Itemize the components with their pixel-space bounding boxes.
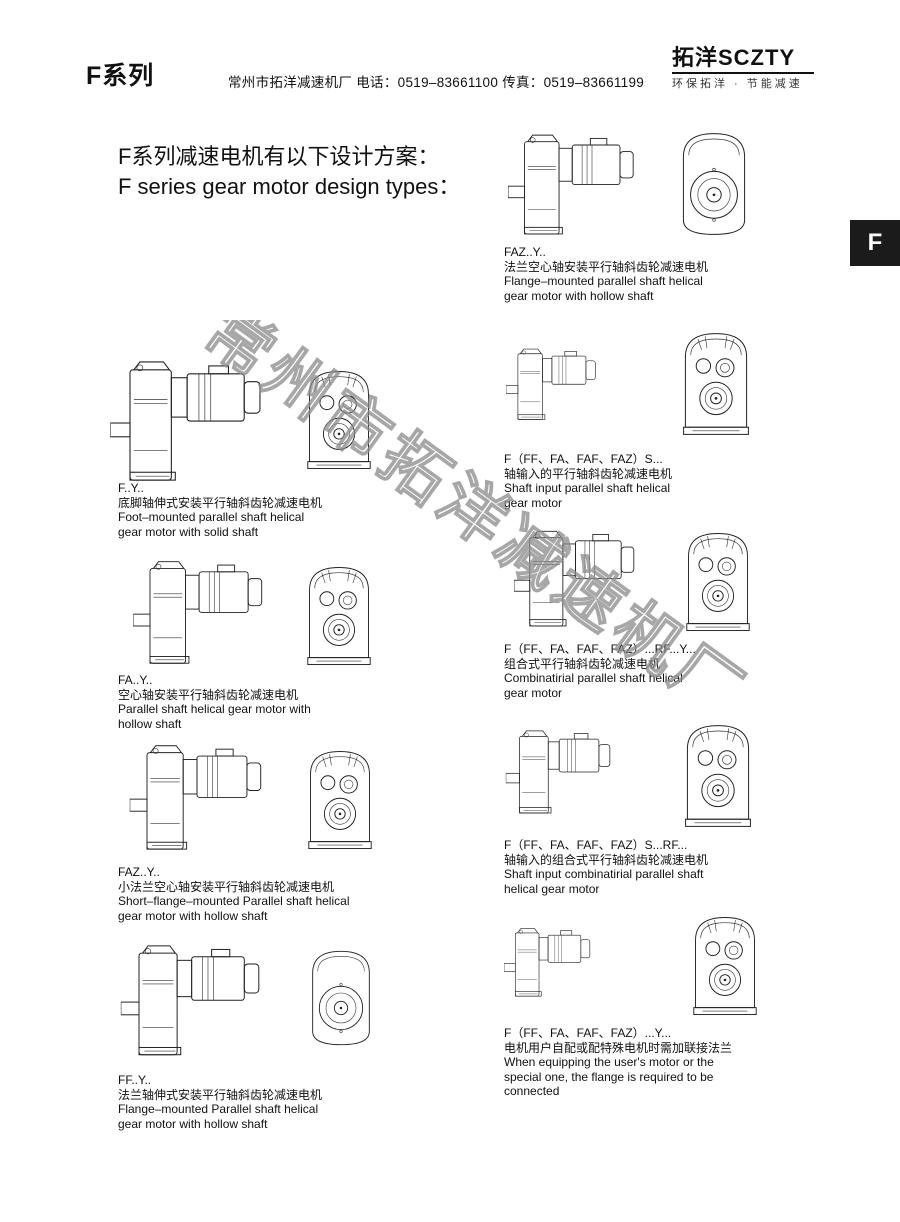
intro-title-en: F series gear motor design types： — [118, 174, 461, 199]
flange-hollow-front-drawing — [678, 130, 750, 238]
design-code: F（FF、FA、FAF、FAZ）S...RF... — [504, 838, 688, 852]
design-name-cn: 组合式平行轴斜齿轮减速电机 — [504, 656, 661, 671]
design-caption-user-motor: F（FF、FA、FAF、FAZ）...Y... 电机用户自配或配特殊电机时需加联… — [504, 1026, 732, 1099]
design-name-en: Combinatirial parallel shaft helical — [504, 671, 683, 685]
brand-name: 拓洋SCZTY — [672, 45, 796, 70]
design-name-en: gear motor with solid shaft — [118, 524, 259, 539]
section-tab[interactable]: F — [850, 220, 900, 266]
user-motor-side-drawing — [496, 912, 608, 1016]
shaft-input-front-drawing — [680, 330, 752, 438]
design-caption-shaft-input-combinatorial: F（FF、FA、FAF、FAZ）S...RF... 轴输入的组合式平行轴斜齿轮减… — [504, 838, 708, 896]
design-name-en: Shaft input combinatirial parallel shaft — [504, 867, 704, 881]
design-name-en: hollow shaft — [118, 716, 182, 731]
foot-mounted-front-drawing — [303, 368, 375, 472]
flange-hollow-side-drawing — [508, 132, 648, 242]
design-code: FA..Y.. — [118, 673, 153, 687]
brand-tagline: 环保拓洋 · 节能减速 — [672, 78, 803, 90]
design-name-en: Shaft input parallel shaft helical — [504, 481, 671, 495]
shaft-input-side-drawing — [496, 332, 616, 440]
short-flange-front-drawing — [304, 748, 376, 852]
design-name-en: gear motor with hollow shaft — [504, 288, 654, 303]
shaft-input-combinatorial-front-drawing — [682, 722, 754, 830]
intro-heading: F系列减速电机有以下设计方案： F series gear motor desi… — [118, 142, 460, 202]
design-code: FAZ..Y.. — [504, 245, 546, 259]
design-code: FF..Y.. — [118, 1073, 152, 1087]
hollow-shaft-front-drawing — [303, 564, 375, 668]
series-title: F系列 — [86, 62, 155, 90]
design-name-cn: 法兰空心轴安装平行轴斜齿轮减速电机 — [504, 259, 709, 274]
design-caption-foot-mounted: F..Y.. 底脚轴伸式安装平行轴斜齿轮减速电机 Foot–mounted pa… — [118, 481, 322, 539]
design-caption-hollow-shaft: FA..Y.. 空心轴安装平行轴斜齿轮减速电机 Parallel shaft h… — [118, 673, 311, 731]
design-caption-shaft-input: F（FF、FA、FAF、FAZ）S... 轴输入的平行轴斜齿轮减速电机 Shaf… — [504, 452, 672, 510]
design-name-en: gear motor with hollow shaft — [118, 908, 268, 923]
design-caption-combinatorial: F（FF、FA、FAF、FAZ）...RF...Y... 组合式平行轴斜齿轮减速… — [504, 642, 696, 700]
design-name-en: Flange–mounted parallel shaft helical — [504, 274, 703, 288]
brand-divider — [672, 72, 814, 74]
design-name-en: gear motor — [504, 685, 563, 700]
design-name-en: connected — [504, 1084, 560, 1098]
design-name-en: Parallel shaft helical gear motor with — [118, 702, 311, 716]
design-caption-flange-hollow: FAZ..Y.. 法兰空心轴安装平行轴斜齿轮减速电机 Flange–mounte… — [504, 245, 708, 303]
design-code: F..Y.. — [118, 481, 144, 495]
design-name-en: helical gear motor — [504, 881, 600, 896]
design-code: F（FF、FA、FAF、FAZ）...RF...Y... — [504, 642, 696, 656]
design-name-en: gear motor with hollow shaft — [118, 1116, 268, 1131]
foot-mounted-side-drawing — [104, 360, 284, 488]
hollow-shaft-side-drawing — [126, 560, 284, 670]
design-name-en: When equipping the user's motor or the — [504, 1055, 714, 1069]
design-name-cn: 空心轴安装平行轴斜齿轮减速电机 — [118, 687, 299, 702]
design-name-en: Flange–mounted Parallel shaft helical — [118, 1102, 319, 1116]
flange-solid-side-drawing — [118, 944, 278, 1062]
design-name-en: Short–flange–mounted Parallel shaft heli… — [118, 894, 350, 908]
intro-title-cn: F系列减速电机有以下设计方案： — [118, 144, 440, 169]
design-name-cn: 底脚轴伸式安装平行轴斜齿轮减速电机 — [118, 495, 323, 510]
design-name-cn: 轴输入的组合式平行轴斜齿轮减速电机 — [504, 852, 709, 867]
combinatorial-side-drawing — [514, 528, 648, 634]
shaft-input-combinatorial-side-drawing — [494, 720, 634, 828]
design-code: F（FF、FA、FAF、FAZ）...Y... — [504, 1026, 672, 1040]
contact-info: 常州市拓洋减速机厂 电话：0519–83661100 传真：0519–83661… — [228, 75, 645, 90]
brand-logo: 拓洋SCZTY 环保拓洋 · 节能减速 — [672, 40, 822, 91]
design-name-cn: 法兰轴伸式安装平行轴斜齿轮减速电机 — [118, 1087, 323, 1102]
flange-solid-front-drawing — [306, 948, 376, 1048]
design-caption-short-flange: FAZ..Y.. 小法兰空心轴安装平行轴斜齿轮减速电机 Short–flange… — [118, 865, 349, 923]
design-name-en: special one, the flange is required to b… — [504, 1069, 714, 1084]
design-caption-flange-mounted: FF..Y.. 法兰轴伸式安装平行轴斜齿轮减速电机 Flange–mounted… — [118, 1073, 322, 1131]
design-code: F（FF、FA、FAF、FAZ）S... — [504, 452, 663, 466]
design-name-cn: 小法兰空心轴安装平行轴斜齿轮减速电机 — [118, 879, 335, 894]
design-name-en: gear motor — [504, 495, 563, 510]
design-code: FAZ..Y.. — [118, 865, 160, 879]
design-name-cn: 轴输入的平行轴斜齿轮减速电机 — [504, 466, 673, 481]
user-motor-front-drawing — [690, 914, 760, 1018]
short-flange-side-drawing — [124, 744, 282, 856]
design-name-en: Foot–mounted parallel shaft helical — [118, 510, 305, 524]
design-name-cn: 电机用户自配或配特殊电机时需加联接法兰 — [504, 1040, 733, 1055]
combinatorial-front-drawing — [682, 530, 754, 634]
